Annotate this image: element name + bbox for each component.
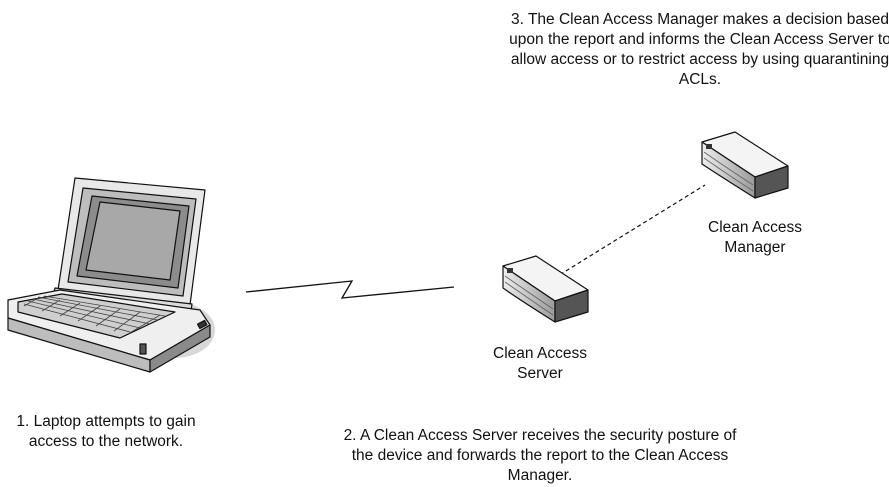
server-label: Clean Access Server [493, 345, 587, 382]
step2-text: 2. A Clean Access Server receives the se… [343, 427, 737, 484]
clean-access-manager-icon [701, 131, 789, 199]
clean-access-server-icon [502, 255, 589, 323]
wireless-link [245, 280, 455, 299]
laptop-icon [7, 177, 215, 373]
step1-text: 1. Laptop attempts to gain access to the… [16, 413, 196, 450]
dashed-link [547, 184, 706, 283]
step3-text: 3. The Clean Access Manager makes a deci… [509, 11, 889, 88]
manager-label: Clean Access Manager [708, 219, 802, 256]
